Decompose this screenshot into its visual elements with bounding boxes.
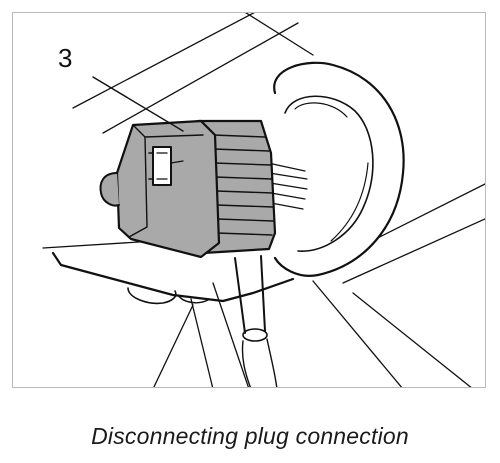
cable xyxy=(234,255,278,387)
figure-frame: 3 xyxy=(12,12,486,388)
callout-number: 3 xyxy=(58,43,73,73)
wire-strands xyxy=(267,162,308,210)
wire-loom xyxy=(273,61,405,277)
figure-caption: Disconnecting plug connection xyxy=(91,423,409,449)
plug-connector xyxy=(99,119,277,259)
mounting-bracket xyxy=(51,251,295,305)
callout-leader-line xyxy=(92,76,184,132)
locking-tab xyxy=(148,146,172,186)
connector-ribs xyxy=(212,134,274,236)
plug-illustration xyxy=(42,13,485,387)
